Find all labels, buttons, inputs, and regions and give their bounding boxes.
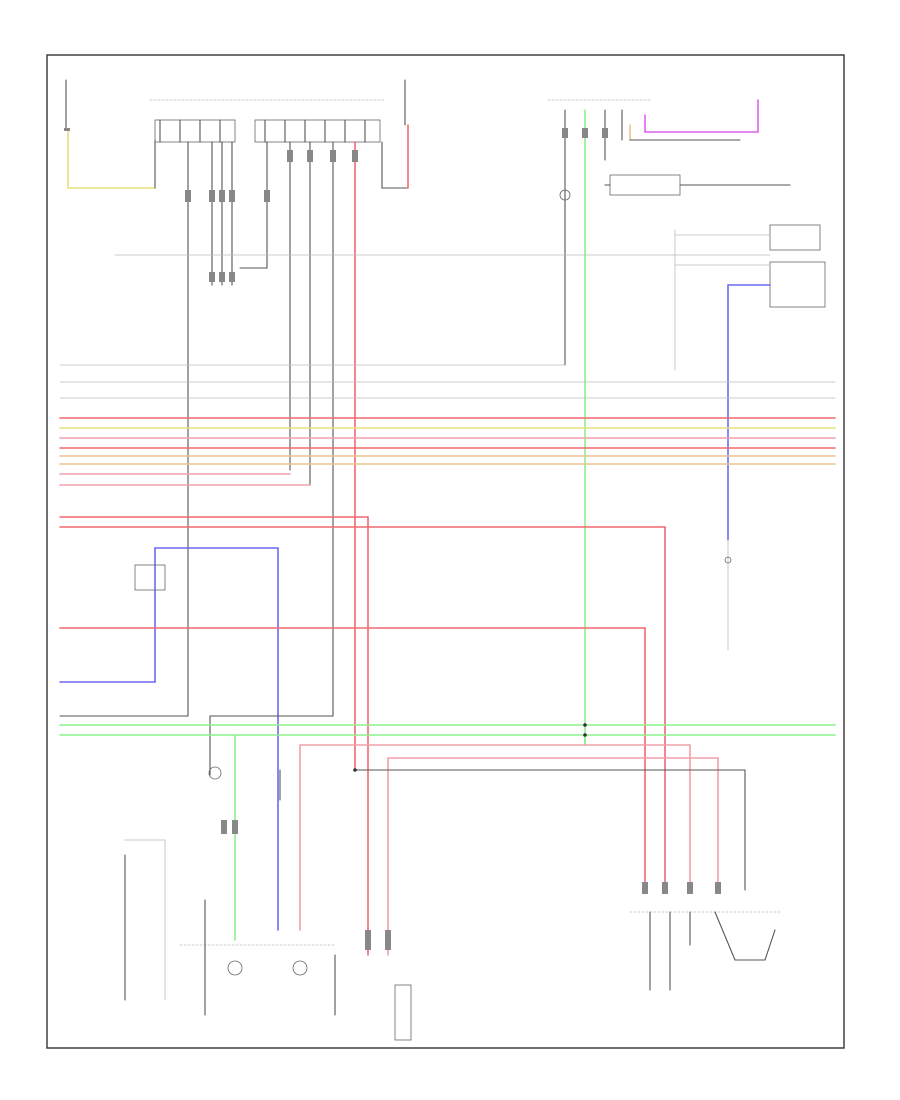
- relay-box-right: [674, 224, 826, 541]
- junction-dots: [353, 723, 587, 772]
- top-right-switch-group: [547, 99, 791, 746]
- drop-connectors: [185, 150, 358, 282]
- instrument-cluster: [179, 766, 336, 1016]
- red-mid-line: [59, 627, 646, 891]
- top-left-fuse-group: [64, 79, 156, 189]
- pink-loop: [299, 744, 719, 956]
- left-ground: [124, 839, 166, 1001]
- lower-left-gray: [59, 715, 334, 776]
- blue-loop-left: [59, 547, 279, 931]
- bottom-right-connector: [629, 882, 781, 991]
- bottom-right-gray: [354, 769, 746, 891]
- connector-header-top: [149, 99, 386, 143]
- header-drops: [187, 79, 409, 771]
- bottom-center-fuse: [365, 930, 412, 1041]
- right-ground: [724, 539, 732, 651]
- green-bus: [59, 724, 836, 941]
- horizontal-bus: [59, 254, 836, 956]
- diagram-frame: [46, 54, 845, 1049]
